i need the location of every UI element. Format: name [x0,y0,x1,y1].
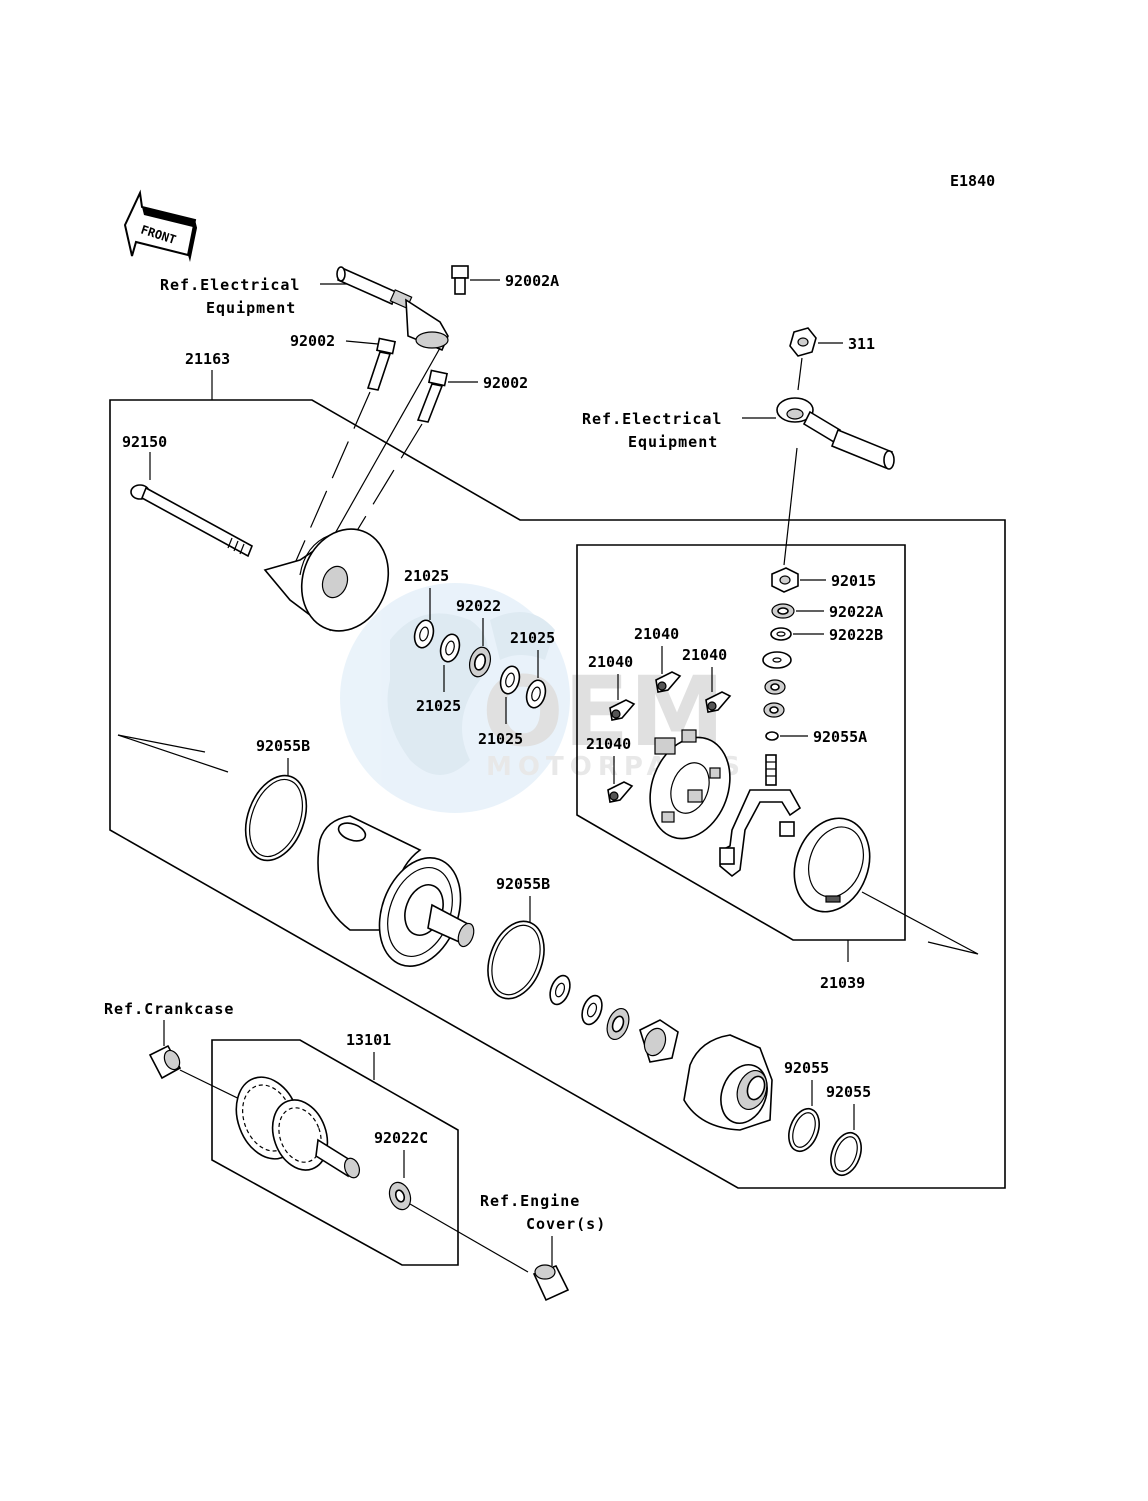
label-92002-b: 92002 [483,374,528,392]
bolt-92002A [451,265,469,295]
ref-electrical-left-line2: Equipment [206,299,296,317]
label-21025-b: 21025 [416,697,461,715]
brush-21040-b [609,699,636,721]
diagram-code: E1840 [950,172,995,190]
ref-engine-cover-line2: Cover(s) [526,1215,606,1233]
assembly-outline-21039 [576,544,906,941]
label-21025-c: 21025 [510,629,555,647]
washer-front-1 [549,974,571,1006]
label-92015: 92015 [831,572,876,590]
assembly-outline-13101 [211,1039,459,1266]
motor-rear-cover [263,528,390,632]
oring-92055-a [788,1107,820,1153]
brush-21040-d [607,781,634,803]
washer-21025-d [525,679,547,709]
engine-cover-bushing [532,1264,570,1302]
label-92022A: 92022A [829,603,883,621]
label-92002A: 92002A [505,272,559,290]
seal-holder [639,1019,679,1063]
label-21040-a: 21040 [634,625,679,643]
oring-92055-b [830,1131,862,1177]
nut-311 [789,327,817,357]
starter-gear-13101 [235,1076,361,1179]
label-311: 311 [848,335,875,353]
oring-92055A [765,731,779,741]
front-cover [683,1034,773,1131]
label-21025-d: 21025 [478,730,523,748]
front-arrow-icon: FRONT [123,189,197,262]
brush-21040-c [705,691,732,713]
label-92055-a: 92055 [784,1059,829,1077]
label-13101: 13101 [346,1031,391,1049]
washer-21025-b [439,633,461,663]
ref-crankcase: Ref.Crankcase [104,1000,234,1018]
washer-front-2 [581,994,603,1026]
bolt-92150 [130,484,254,558]
label-21039: 21039 [820,974,865,992]
washer-21025-a [413,619,435,649]
ref-engine-cover-line1: Ref.Engine [480,1192,580,1210]
bolt-92002-a [366,337,397,391]
label-92055-b: 92055 [826,1083,871,1101]
crankcase-bushing [148,1044,182,1080]
label-21025-a: 21025 [404,567,449,585]
watermark-globe-icon [340,583,570,813]
right-cable [776,397,895,470]
washer-stack-1 [762,651,792,669]
brush-plate [649,729,731,840]
oring-92055B-a [244,774,308,862]
label-92055A: 92055A [813,728,867,746]
label-21040-d: 21040 [586,735,631,753]
label-92150: 92150 [122,433,167,451]
left-cable [336,266,449,352]
oring-92055B-b [487,920,545,1000]
yoke-ring [793,817,871,913]
label-92055B-a: 92055B [256,737,310,755]
ref-electrical-right-line1: Ref.Electrical [582,410,722,428]
label-21163: 21163 [185,350,230,368]
label-92055B-b: 92055B [496,875,550,893]
washer-92022B [770,627,792,641]
label-92002-a: 92002 [290,332,335,350]
washer-21025-c [499,665,521,695]
motor-yoke [317,815,475,968]
label-92022: 92022 [456,597,501,615]
ref-electrical-right-line2: Equipment [628,433,718,451]
label-92022B: 92022B [829,626,883,644]
label-92022C: 92022C [374,1129,428,1147]
terminal-holder [719,754,802,878]
label-21040-c: 21040 [682,646,727,664]
assembly-outline-21163 [109,399,1006,1189]
bolt-92002-b [416,369,449,423]
ref-electrical-left-line1: Ref.Electrical [160,276,300,294]
label-21040-b: 21040 [588,653,633,671]
brush-21040-a [655,671,682,693]
